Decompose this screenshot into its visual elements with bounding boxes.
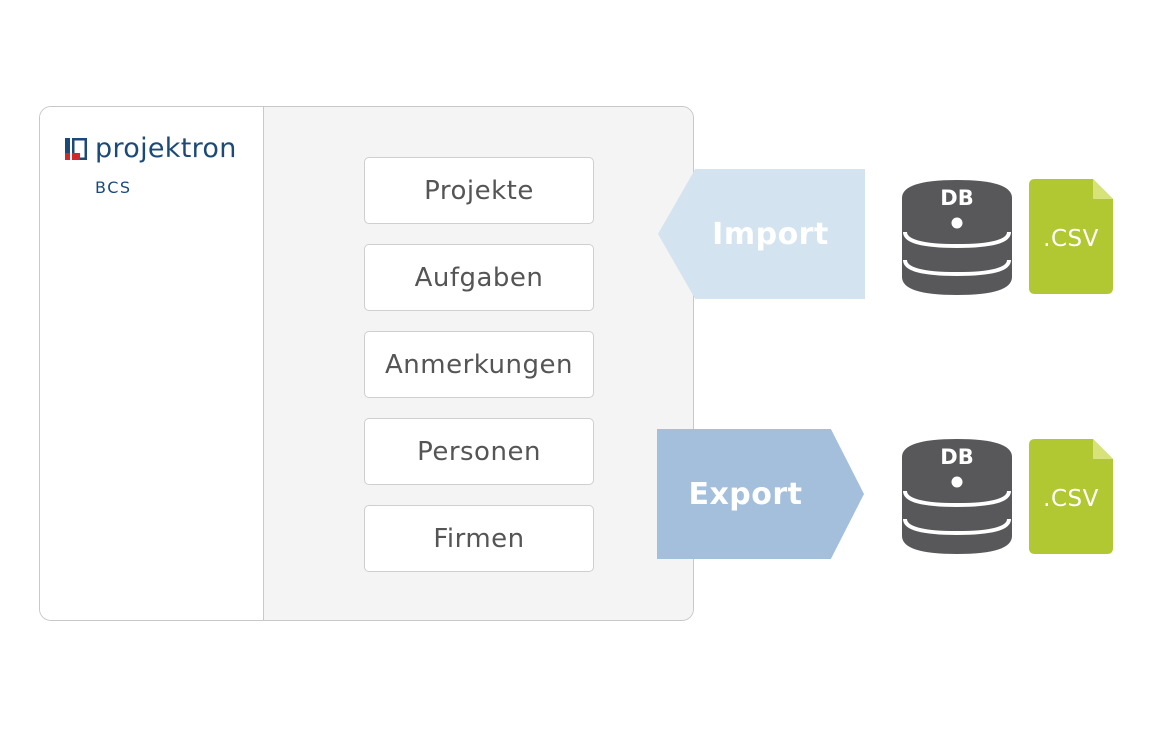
db-label-export: DB [940, 445, 974, 469]
export-label: Export [688, 476, 803, 512]
csv-label-import: .CSV [1043, 226, 1099, 252]
csv-label-export: .CSV [1043, 486, 1099, 512]
module-personen[interactable]: Personen [364, 418, 594, 485]
database-icon [902, 180, 1012, 295]
import-arrow: Import [658, 169, 865, 299]
module-projekte[interactable]: Projekte [364, 157, 594, 224]
module-anmerkungen[interactable]: Anmerkungen [364, 331, 594, 398]
product-name: BCS [95, 178, 132, 197]
projektron-logo-icon [65, 137, 87, 160]
module-aufgaben[interactable]: Aufgaben [364, 244, 594, 311]
db-label-import: DB [940, 186, 974, 210]
brand-name: projektron [95, 133, 237, 164]
module-pane: Projekte Aufgaben Anmerkungen Personen F… [264, 107, 693, 620]
brand-logo: projektron [65, 135, 237, 162]
database-icon [902, 439, 1012, 554]
export-arrow: Export [657, 429, 864, 559]
import-label: Import [712, 216, 829, 252]
sidebar-pane: projektron BCS [40, 107, 264, 620]
module-firmen[interactable]: Firmen [364, 505, 594, 572]
bcs-app-frame: projektron BCS Projekte Aufgaben Anmerku… [39, 106, 694, 621]
module-list: Projekte Aufgaben Anmerkungen Personen F… [364, 157, 594, 592]
csv-file-icon [1029, 439, 1113, 554]
csv-file-icon [1029, 179, 1113, 294]
